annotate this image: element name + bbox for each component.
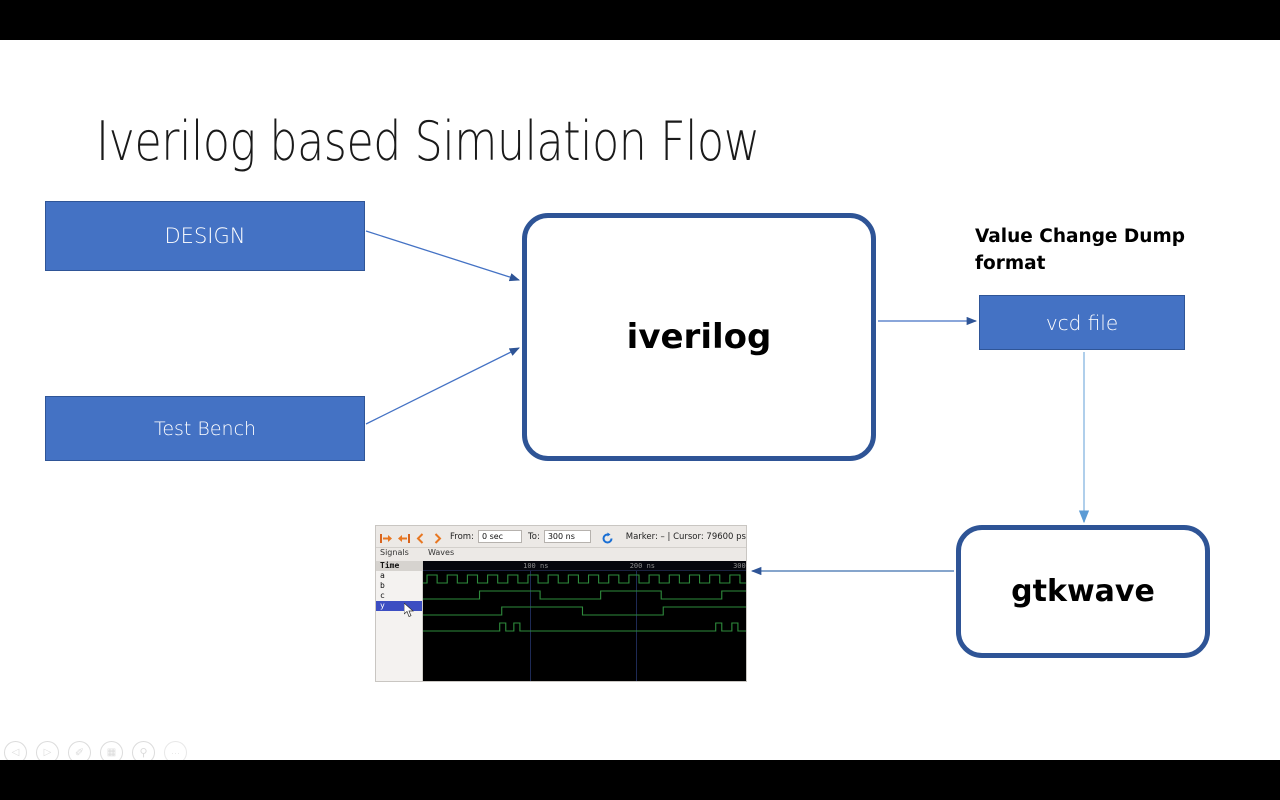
waveform-canvas[interactable]: 100 ns 200 ns 300 [423, 561, 746, 681]
from-label: From: [450, 531, 474, 542]
signal-row-c[interactable]: c [380, 591, 385, 600]
mouse-pointer-icon [404, 603, 414, 617]
slide-grid-glyph: ▦ [106, 747, 117, 758]
marker-cursor-status: Marker: – | Cursor: 79600 ps [625, 531, 746, 542]
slide-grid-button[interactable]: ▦ [100, 741, 123, 760]
arrow-testbench-to-iverilog [365, 347, 520, 425]
arrow-design-to-iverilog [365, 230, 520, 282]
signals-column-header: Signals [380, 548, 409, 557]
ruler-tick-200ns: 200 ns [629, 562, 656, 570]
pen-tool-button[interactable]: ✐ [68, 741, 91, 760]
gtkwave-screenshot: From: 0 sec To: 300 ns Marker: – | Curso… [375, 525, 747, 682]
presenter-controls[interactable]: ◁ ▷ ✐ ▦ ⚲ ··· [4, 741, 187, 760]
waveform-traces [423, 574, 746, 632]
time-ruler: 100 ns 200 ns 300 [423, 561, 746, 571]
next-edge-icon[interactable] [431, 530, 444, 544]
zoom-fit-start-icon[interactable] [380, 530, 393, 543]
more-options-button[interactable]: ··· [164, 741, 187, 760]
letterbox-top [0, 0, 1280, 40]
trace-c [423, 606, 746, 616]
vcd-format-caption: Value Change Dump format [975, 226, 1185, 274]
signal-row-y[interactable]: y [376, 601, 422, 611]
reload-icon[interactable] [601, 530, 614, 544]
signals-list[interactable]: Time a b c y [376, 561, 423, 681]
box-gtkwave: gtkwave [956, 525, 1210, 658]
previous-slide-glyph: ◁ [11, 747, 20, 758]
cursor-line-2 [636, 571, 638, 681]
box-test-bench-label: Test Bench [153, 417, 257, 440]
next-slide-glyph: ▷ [43, 747, 52, 758]
ruler-tick-100ns: 100 ns [523, 562, 549, 570]
slide-canvas: Iverilog based Simulation Flow DESIGN Te… [0, 40, 1280, 760]
to-label: To: [528, 531, 540, 542]
trace-b [423, 590, 746, 600]
next-slide-button[interactable]: ▷ [36, 741, 59, 760]
box-design: DESIGN [45, 201, 365, 271]
gtkwave-body: Time a b c y 100 ns 200 ns 300 [376, 561, 746, 681]
signal-row-b[interactable]: b [380, 581, 385, 590]
gtkwave-column-headers: Signals Waves [376, 548, 746, 561]
trace-y [423, 622, 746, 632]
signal-row-a[interactable]: a [380, 571, 385, 580]
box-test-bench: Test Bench [45, 396, 365, 461]
box-design-label: DESIGN [164, 224, 246, 248]
pen-tool-glyph: ✐ [74, 747, 85, 759]
box-iverilog-label: iverilog [626, 317, 772, 357]
to-input[interactable]: 300 ns [543, 530, 591, 543]
zoom-glyph: ⚲ [139, 747, 148, 759]
waves-column-header: Waves [428, 548, 455, 557]
zoom-button[interactable]: ⚲ [132, 741, 155, 760]
page-title: Iverilog based Simulation Flow [96, 110, 760, 173]
signal-row-time[interactable]: Time [376, 561, 422, 571]
from-input[interactable]: 0 sec [477, 530, 522, 543]
letterbox-bottom [0, 760, 1280, 800]
box-iverilog: iverilog [522, 213, 876, 461]
box-vcd-file: vcd file [979, 295, 1185, 350]
trace-a [423, 574, 746, 584]
previous-slide-button[interactable]: ◁ [4, 741, 27, 760]
prev-edge-icon[interactable] [414, 530, 427, 544]
box-gtkwave-label: gtkwave [1011, 574, 1155, 609]
zoom-fit-end-icon[interactable] [397, 530, 410, 543]
box-vcd-file-label: vcd file [1045, 310, 1119, 335]
more-options-glyph: ··· [171, 747, 180, 758]
cursor-line-1 [529, 571, 531, 681]
gtkwave-toolbar: From: 0 sec To: 300 ns Marker: – | Curso… [376, 526, 746, 548]
ruler-tick-300ns: 300 [733, 562, 746, 570]
